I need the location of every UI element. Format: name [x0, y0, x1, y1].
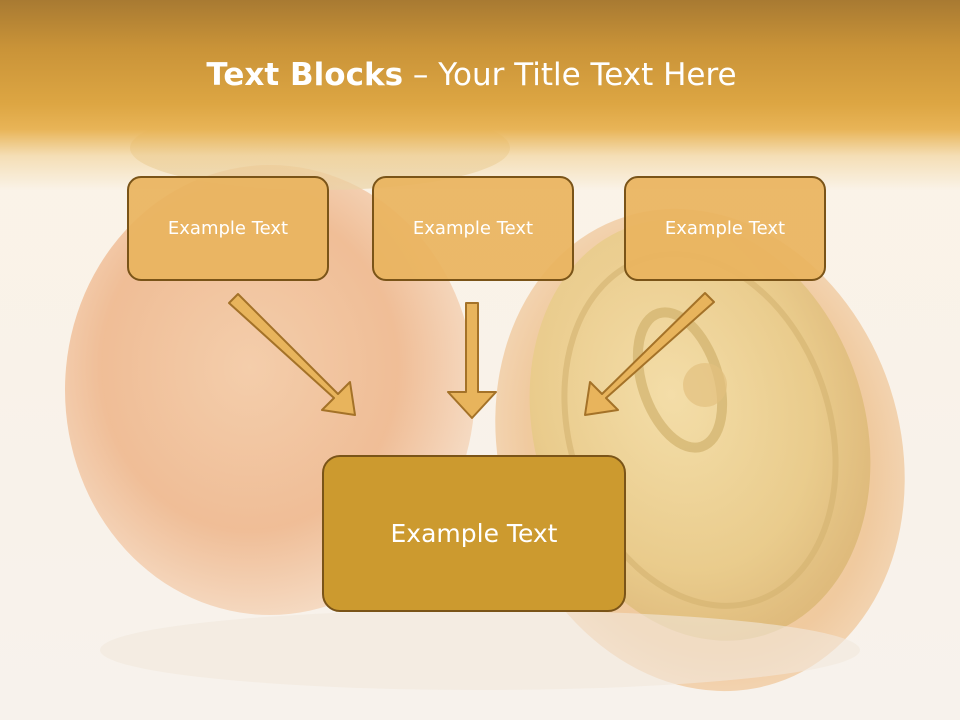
slide-title: Text Blocks – Your Title Text Here — [0, 52, 943, 98]
text-block-2: Example Text — [372, 176, 574, 281]
arrow-right-diagonal — [584, 292, 715, 416]
text-block-3: Example Text — [624, 176, 826, 281]
header-band — [0, 0, 960, 190]
text-block-1: Example Text — [127, 176, 329, 281]
arrow-center-down — [447, 302, 497, 419]
arrow-left-diagonal — [228, 293, 356, 416]
text-block-2-label: Example Text — [412, 218, 534, 239]
result-text-block: Example Text — [322, 455, 626, 612]
slide-title-bold: Text Blocks — [206, 57, 404, 93]
slide-title-rest: – Your Title Text Here — [403, 57, 737, 93]
text-block-1-label: Example Text — [167, 218, 289, 239]
result-text-block-label: Example Text — [390, 519, 558, 548]
text-block-3-label: Example Text — [664, 218, 786, 239]
